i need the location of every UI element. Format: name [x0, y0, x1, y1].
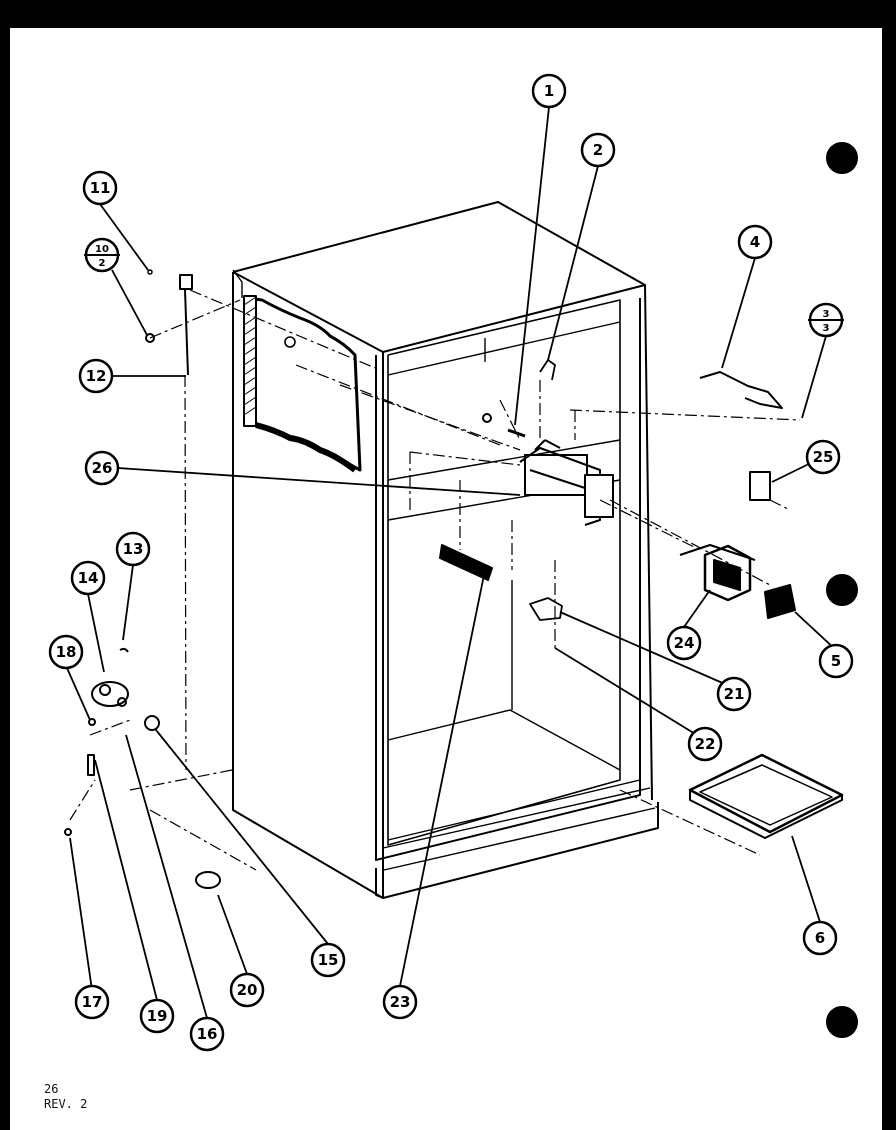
callout-1: 1: [531, 73, 567, 109]
cabinet-right-side: [644, 284, 653, 801]
callout-25: 25: [805, 439, 841, 475]
svg-text:13: 13: [123, 540, 144, 558]
svg-text:20: 20: [237, 981, 258, 999]
svg-text:10: 10: [95, 244, 109, 255]
page-number: 26: [44, 1082, 59, 1096]
svg-text:18: 18: [56, 643, 77, 661]
registration-dot: [826, 574, 858, 606]
svg-text:5: 5: [831, 652, 841, 670]
svg-text:15: 15: [318, 951, 339, 969]
callout-17: 17: [74, 984, 110, 1020]
svg-text:22: 22: [695, 735, 716, 753]
callout-21: 21: [716, 676, 752, 712]
callout-4: 4: [737, 224, 773, 260]
callout-19: 19: [139, 998, 175, 1034]
svg-text:24: 24: [674, 634, 695, 652]
callout-26: 26: [84, 450, 120, 486]
callout-23: 23: [382, 984, 418, 1020]
registration-dot: [826, 142, 858, 174]
callout-2: 2: [580, 132, 616, 168]
fraction-callout-3-3: 33: [808, 302, 844, 338]
callout-13: 13: [115, 531, 151, 567]
svg-text:17: 17: [82, 993, 103, 1011]
svg-text:19: 19: [147, 1007, 168, 1025]
cabinet-top-outline: [232, 201, 646, 353]
callout-5: 5: [818, 643, 854, 679]
fraction-callout-10-2: 102: [84, 237, 120, 273]
svg-text:4: 4: [750, 233, 760, 251]
svg-text:2: 2: [593, 141, 603, 159]
cover-5: [764, 584, 796, 619]
rail-4: [699, 371, 783, 409]
water-valve-assembly: [64, 647, 221, 889]
callout-6: 6: [802, 920, 838, 956]
svg-text:1: 1: [544, 82, 554, 100]
callout-18: 18: [48, 634, 84, 670]
svg-text:25: 25: [813, 448, 834, 466]
svg-text:21: 21: [724, 685, 745, 703]
svg-text:6: 6: [815, 929, 825, 947]
svg-text:12: 12: [86, 367, 107, 385]
bracket-21: [529, 597, 563, 621]
svg-text:3: 3: [823, 309, 830, 320]
callout-20: 20: [229, 972, 265, 1008]
svg-text:3: 3: [823, 323, 830, 334]
callout-11: 11: [82, 170, 118, 206]
callout-24: 24: [666, 625, 702, 661]
liner-outline: [375, 298, 641, 861]
callout-16: 16: [189, 1016, 225, 1052]
bracket-2: [539, 359, 556, 381]
cabinet-base: [382, 802, 659, 899]
svg-text:2: 2: [99, 258, 106, 269]
registration-dot: [826, 1006, 858, 1038]
svg-text:23: 23: [390, 993, 411, 1011]
revision-label: REV. 2: [44, 1097, 88, 1111]
part-25: [749, 471, 771, 501]
callout-15: 15: [310, 942, 346, 978]
callout-22: 22: [687, 726, 723, 762]
svg-text:16: 16: [197, 1025, 218, 1043]
part-23: [439, 544, 493, 581]
svg-text:11: 11: [90, 179, 111, 197]
svg-text:14: 14: [78, 569, 99, 587]
svg-text:26: 26: [92, 459, 113, 477]
callout-14: 14: [70, 560, 106, 596]
page-footer: 26 REV. 2: [44, 1082, 87, 1112]
callout-12: 12: [78, 358, 114, 394]
